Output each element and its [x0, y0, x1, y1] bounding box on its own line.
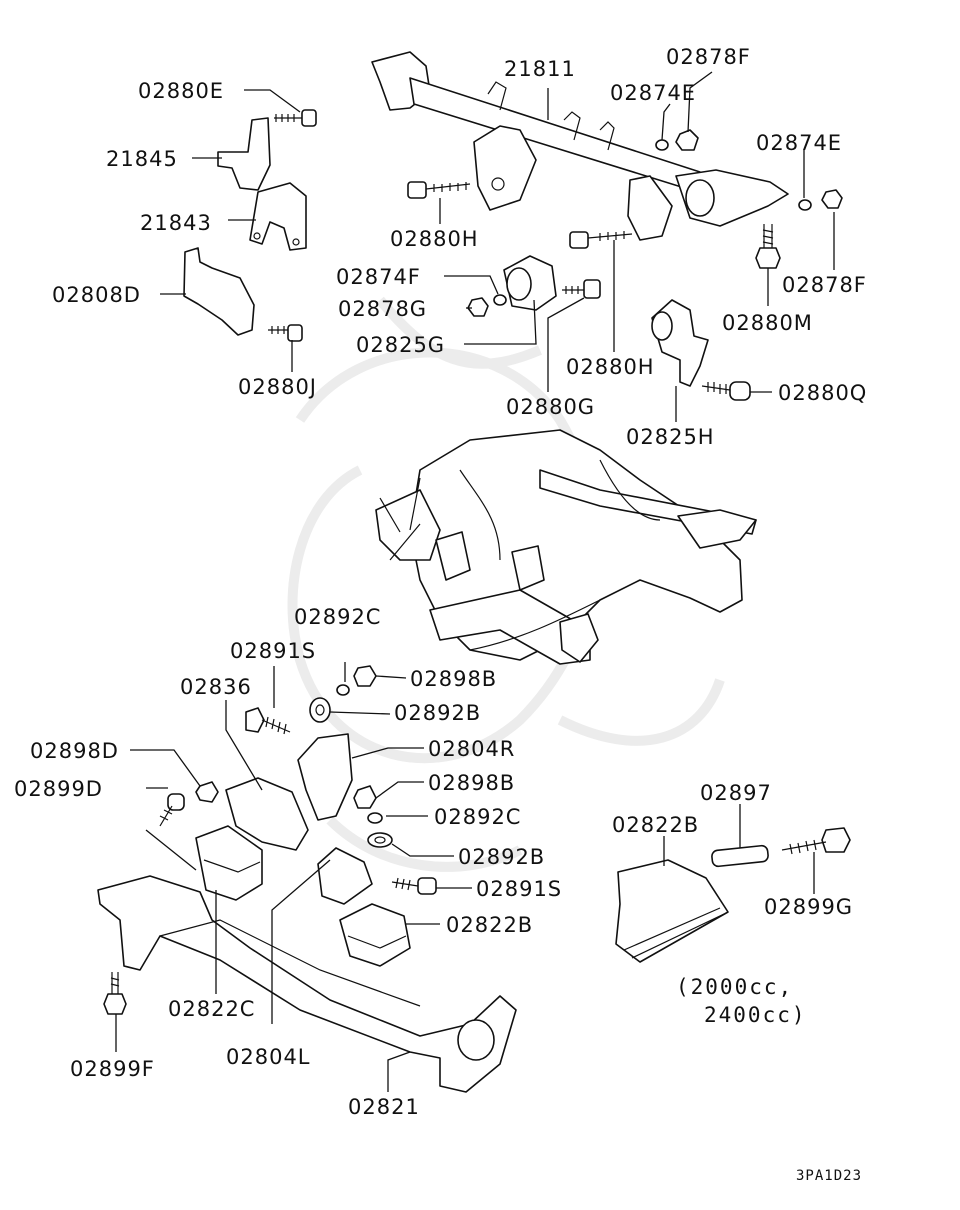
bracket-02804R [297, 733, 353, 821]
label-02804R: 02804R [428, 737, 515, 761]
engine-note-line-1: (2000cc, [676, 975, 793, 999]
bolt-02880G [562, 279, 601, 299]
label-02874E-right: 02874E [756, 131, 842, 155]
label-02892C-top: 02892C [294, 605, 381, 629]
label-02892C-mid: 02892C [434, 805, 521, 829]
nuts-02874E-02878F-right [798, 189, 843, 211]
label-02899G: 02899G [764, 895, 853, 919]
engine-assembly-overview [375, 429, 757, 665]
label-21843: 21843 [140, 211, 212, 235]
insulator-02822B-right [615, 859, 729, 963]
label-02874E-top: 02874E [610, 81, 696, 105]
label-02898D: 02898D [30, 739, 119, 763]
bracket-02804L [317, 847, 373, 905]
label-02891S-top: 02891S [230, 639, 316, 663]
leader-lines [115, 71, 835, 1092]
washer-nut-02892C-02898B-top [336, 665, 377, 696]
label-02892B-mid: 02892B [458, 845, 545, 869]
label-02825H: 02825H [626, 425, 715, 449]
label-02821: 02821 [348, 1095, 420, 1119]
nut-washer-02898D [195, 781, 219, 803]
insulator-02822C [195, 825, 263, 901]
bolt-02891S-mid [391, 877, 437, 895]
label-02822B-mid: 02822B [446, 913, 533, 937]
nuts-02874F-02878G [467, 294, 507, 317]
bracket-21845 [217, 117, 271, 191]
label-02808D: 02808D [52, 283, 141, 307]
insulator-02825H [651, 299, 709, 387]
label-21811: 21811 [504, 57, 576, 81]
label-02899F: 02899F [70, 1057, 155, 1081]
label-02878G: 02878G [338, 297, 427, 321]
label-02836: 02836 [180, 675, 252, 699]
label-02874F: 02874F [336, 265, 421, 289]
label-02880J: 02880J [238, 375, 317, 399]
label-02897: 02897 [700, 781, 772, 805]
label-21845: 21845 [106, 147, 178, 171]
label-02804L: 02804L [226, 1045, 311, 1069]
bolt-02880H-mid [569, 231, 633, 249]
label-02880H-left: 02880H [390, 227, 479, 251]
crossmember-02821 [97, 875, 517, 1093]
crossmember-21811 [371, 51, 789, 227]
label-02822C: 02822C [168, 997, 255, 1021]
bolt-02880J [268, 324, 303, 342]
insulator-02825G [503, 255, 557, 311]
mount-bracket-left [473, 125, 537, 211]
mount-bracket-right [627, 175, 673, 241]
washer-02892B-top [309, 697, 331, 723]
spacer-02897 [711, 844, 769, 868]
label-02878F-top: 02878F [666, 45, 751, 69]
label-02825G: 02825G [356, 333, 445, 357]
part-number-labels: 02880E 21845 21843 02808D 02880J 21811 0… [14, 45, 867, 1119]
bolt-02891S-top [245, 707, 291, 735]
label-02898B-top: 02898B [410, 667, 497, 691]
label-02899D: 02899D [14, 777, 103, 801]
label-02878F-right: 02878F [782, 273, 867, 297]
bolt-02899G [781, 827, 851, 855]
label-02880H-mid: 02880H [566, 355, 655, 379]
bolt-02880H-left [407, 181, 471, 199]
insulator-02822B-mid [339, 903, 411, 967]
bolt-02899F [103, 972, 127, 1015]
background-watermark [287, 296, 725, 872]
heat-protector-02836 [225, 777, 309, 851]
nut-washer-02898B-02892C-mid [353, 785, 383, 824]
bolt-02880Q [701, 381, 751, 401]
label-02891S-mid: 02891S [476, 877, 562, 901]
bolt-02899D [159, 793, 185, 827]
bracket-21843 [249, 182, 307, 251]
engine-note-line-2: 2400cc) [704, 1003, 807, 1027]
bolt-02880E [274, 109, 317, 127]
label-02880M: 02880M [722, 311, 813, 335]
nuts-02874E-02878F-top [655, 129, 699, 151]
diagram-code: 3PA1D23 [796, 1168, 862, 1184]
label-02898B-mid: 02898B [428, 771, 515, 795]
bolt-02880M [755, 224, 781, 269]
label-02880Q: 02880Q [778, 381, 867, 405]
washer-02892B-mid [367, 832, 393, 848]
bracket-02808D [183, 247, 255, 336]
label-02880G: 02880G [506, 395, 595, 419]
label-02892B-top: 02892B [394, 701, 481, 725]
label-02880E: 02880E [138, 79, 224, 103]
label-02822B-right: 02822B [612, 813, 699, 837]
